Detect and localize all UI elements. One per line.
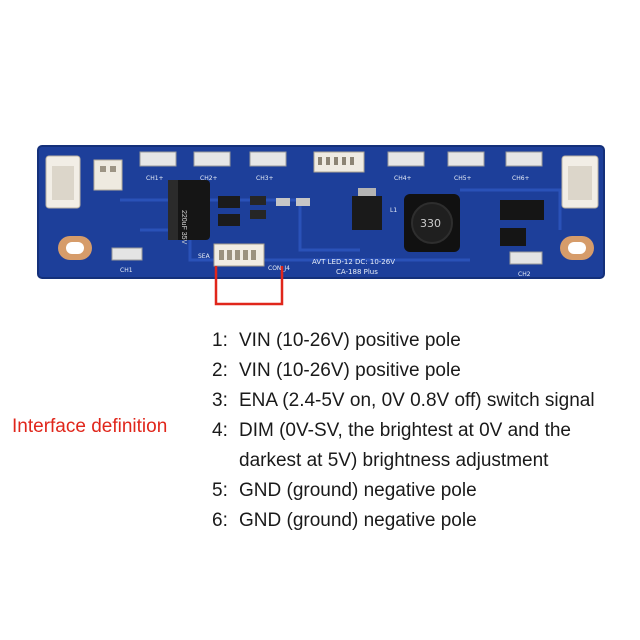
mounting-hole-left: [58, 236, 92, 260]
pin-description: VIN (10-26V) positive pole: [239, 360, 461, 381]
pin-item-5: 5: GND (ground) negative pole: [212, 476, 622, 506]
electrolytic-capacitor: 220uF 35V: [168, 180, 210, 245]
regulator-chip: [352, 188, 382, 230]
fpc-labels: CH1+ CH2+ CH3+ CH4+ CH5+ CH6+: [146, 175, 530, 182]
pin-item-3: 3: ENA (2.4-5V on, 0V 0.8V off) switch s…: [212, 386, 622, 416]
pin-definition-list: 1: VIN (10-26V) positive pole 2: VIN (10…: [212, 326, 622, 536]
pin-item-4: 4: DIM (0V-SV, the brightest at 0V and t…: [212, 416, 622, 476]
pin-description: GND (ground) negative pole: [239, 510, 477, 531]
pin-number: 6:: [212, 510, 228, 531]
bottom-connector-left: CH1: [111, 247, 143, 274]
pin-description: VIN (10-26V) positive pole: [239, 330, 461, 351]
pcb-photo: CH1+ CH2+ CH3+ CH4+ CH5+ CH6+ 220uF 35V: [0, 0, 640, 310]
pin-item-1: 1: VIN (10-26V) positive pole: [212, 326, 622, 356]
mounting-hole-right: [560, 236, 594, 260]
svg-text:CH4+: CH4+: [394, 175, 412, 182]
svg-text:CH5+: CH5+: [454, 175, 472, 182]
svg-text:CH3+: CH3+: [256, 175, 274, 182]
svg-text:L1: L1: [390, 207, 397, 214]
pcb-board: [38, 146, 604, 278]
svg-text:CH2: CH2: [518, 271, 531, 278]
switching-devices: [500, 200, 544, 246]
side-connector-left: [45, 155, 81, 209]
model-text-line2: CA-188 Plus: [336, 268, 378, 276]
pin-description: ENA (2.4-5V on, 0V 0.8V off) switch sign…: [239, 390, 595, 411]
model-text-line1: AVT LED-12 DC: 10-26V: [312, 258, 395, 266]
pin-number: 1:: [212, 330, 228, 351]
svg-text:SEA: SEA: [198, 253, 211, 260]
highlight-box: [214, 266, 284, 306]
pcb-board-graphic: CH1+ CH2+ CH3+ CH4+ CH5+ CH6+ 220uF 35V: [37, 145, 605, 306]
pin-item-2: 2: VIN (10-26V) positive pole: [212, 356, 622, 386]
svg-text:CON_J4: CON_J4: [268, 265, 290, 272]
center-header: [313, 151, 365, 173]
bottom-connector-right: CH2: [509, 251, 543, 278]
svg-text:CH2+: CH2+: [200, 175, 218, 182]
side-connector-right: [561, 155, 599, 209]
interface-definition-label: Interface definition: [12, 416, 168, 437]
fpc-connectors: [139, 151, 543, 167]
pin-number: 5:: [212, 480, 228, 501]
power-inductor: 330 L1: [390, 194, 460, 252]
smd-components: [218, 196, 310, 226]
power-connector: [93, 159, 123, 191]
svg-text:CH1: CH1: [120, 267, 133, 274]
svg-text:330: 330: [420, 217, 441, 230]
pin-item-6: 6: GND (ground) negative pole: [212, 506, 622, 536]
pin-description: GND (ground) negative pole: [239, 480, 477, 501]
svg-text:CH6+: CH6+: [512, 175, 530, 182]
svg-text:220uF 35V: 220uF 35V: [180, 210, 187, 245]
svg-text:CH1+: CH1+: [146, 175, 164, 182]
pin-description: DIM (0V-SV, the brightest at 0V and the …: [239, 420, 571, 471]
six-pin-connector: [213, 243, 265, 267]
pin-number: 3:: [212, 390, 228, 411]
pin-number: 2:: [212, 360, 228, 381]
pin-number: 4:: [212, 420, 228, 441]
